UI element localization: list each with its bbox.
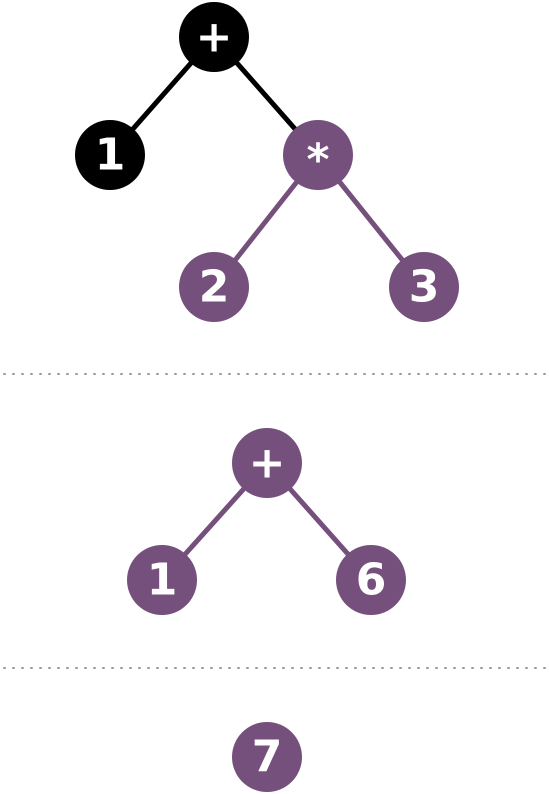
node-plus-stage2: + [232,428,302,498]
node-7-circle [232,722,302,792]
node-plus-circle [179,2,249,72]
node-6: 6 [336,545,406,615]
stage-2-tree: + 1 6 [127,428,406,615]
node-3-label: 3 [409,262,440,313]
node-plus: + [179,2,249,72]
node-2-label: 2 [199,262,230,313]
node-1-stage2-circle [127,545,197,615]
node-1-circle [75,120,145,190]
node-mul-label: * [306,135,329,186]
node-1-stage2-label: 1 [147,555,178,606]
node-plus-stage2-circle [232,428,302,498]
node-plus-label: + [196,12,233,63]
node-6-circle [336,545,406,615]
node-3: 3 [389,252,459,322]
node-3-circle [389,252,459,322]
node-2: 2 [179,252,249,322]
node-6-label: 6 [356,555,387,606]
stage-3-result: 7 [232,722,302,792]
stage-1-tree: + 1 * 2 3 [75,2,459,322]
node-mul-circle [283,120,353,190]
node-1: 1 [75,120,145,190]
node-mul: * [283,120,353,190]
node-7-label: 7 [252,732,283,783]
node-1-label: 1 [95,130,126,181]
node-1-stage2: 1 [127,545,197,615]
node-7: 7 [232,722,302,792]
node-plus-stage2-label: + [249,438,286,489]
node-2-circle [179,252,249,322]
